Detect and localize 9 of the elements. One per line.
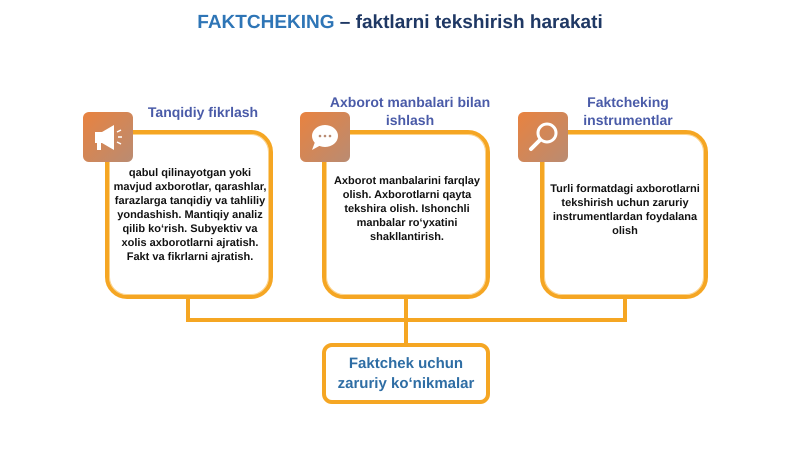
card-heading: Axborot manbalari bilan ishlash [328, 93, 492, 129]
card-text: Axborot manbalarini farqlay olish. Axborotlarni qayta tekshira olish. Ishonchli manbalar ro‘yxatini shakllantirish. [332, 174, 482, 244]
card-heading: Tanqidiy fikrlash [146, 103, 260, 121]
card-text: qabul qilinayotgan yoki mavjud axborotlar, qarashlar, farazlarga tanqidiy va tahliliy yondashish. Mantiqiy analiz qilib ko‘rish. Subyektiv va xolis axborotlarni ajratish. Fakt va fikrlarni ajratish. [113, 166, 267, 264]
summary-box [322, 343, 490, 404]
card-heading: Faktcheking instrumentlar [582, 93, 674, 129]
title: FAKTCHEKING – faktlarni tekshirish harakati [196, 12, 604, 34]
card-text: Turli formatdagi axborotlarni tekshirish uchun zaruriy instrumentlardan foydalana olish [549, 182, 701, 238]
summary-text: Faktchek uchun zaruriy ko‘nikmalar [336, 354, 476, 394]
